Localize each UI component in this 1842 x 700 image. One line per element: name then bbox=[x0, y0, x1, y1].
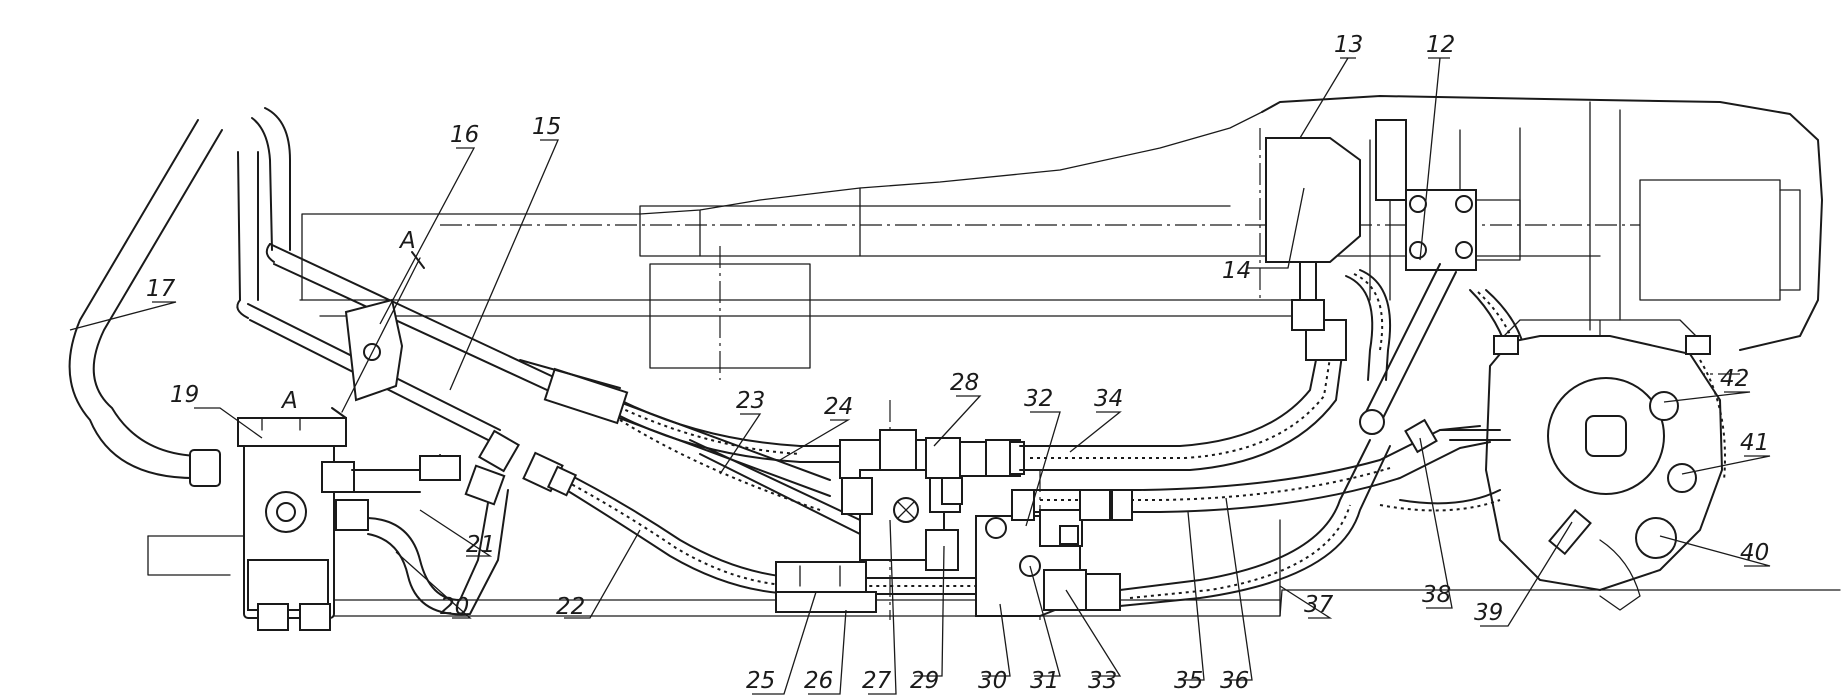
callout-21-label: 21 bbox=[466, 532, 495, 558]
hose-22 bbox=[522, 451, 1001, 595]
exhaust-pipe-17 bbox=[68, 119, 223, 487]
callout-16-label: 16 bbox=[450, 122, 479, 148]
callout-37-label: 37 bbox=[1304, 592, 1334, 618]
unit-12 bbox=[1405, 189, 1521, 271]
callout-36-label: 36 bbox=[1220, 668, 1249, 694]
callout-42-label: 42 bbox=[1720, 366, 1749, 392]
callout-35-label: 35 bbox=[1174, 668, 1203, 694]
hose-35-36 bbox=[1019, 418, 1511, 513]
callout-39-label: 39 bbox=[1474, 600, 1503, 626]
rod-38 bbox=[1359, 263, 1457, 435]
callout-41-label: 41 bbox=[1740, 430, 1769, 456]
vertical-pipe bbox=[237, 107, 291, 301]
pipe-clamp bbox=[331, 251, 425, 419]
callout-27-label: 27 bbox=[862, 668, 892, 694]
hose-37 bbox=[1119, 439, 1501, 607]
callout-25-label: 25 bbox=[746, 668, 775, 694]
tee-block-32 bbox=[975, 509, 1121, 617]
distributor-19 bbox=[237, 417, 369, 631]
callout-34-label: 34 bbox=[1094, 386, 1123, 412]
hose-23-24 bbox=[519, 359, 861, 535]
callout-30-label: 30 bbox=[978, 668, 1007, 694]
callout-14-label: 14 bbox=[1222, 258, 1251, 284]
callout-22-label: 22 bbox=[556, 594, 585, 620]
callout-13-label: 12 bbox=[1426, 32, 1455, 58]
pipes-20-21 bbox=[351, 429, 520, 616]
hose-34 bbox=[1019, 319, 1347, 471]
fittings-row-top bbox=[925, 437, 1025, 479]
bracket-25-26 bbox=[775, 561, 877, 613]
callout-32-label: 32 bbox=[1024, 386, 1053, 412]
callout-29-label: 29 bbox=[910, 668, 939, 694]
callout-38-label: 38 bbox=[1422, 582, 1451, 608]
callout-28-label: 28 bbox=[950, 370, 979, 396]
callout-15-label: 15 bbox=[532, 114, 561, 140]
unit-13 bbox=[1265, 119, 1407, 263]
callout-23-label: 23 bbox=[736, 388, 765, 414]
callout-40-label: 40 bbox=[1740, 540, 1769, 566]
callout-33-label: 33 bbox=[1088, 668, 1117, 694]
callout-19-label: 19 bbox=[170, 382, 199, 408]
callout-26-label: 26 bbox=[804, 668, 833, 694]
fittings-row-middle bbox=[941, 477, 1133, 521]
callout-leaders bbox=[69, 57, 1771, 695]
callout-17-label: 17 bbox=[146, 276, 176, 302]
callout-31-label: 31 bbox=[1030, 668, 1059, 694]
section-mark-top: A bbox=[398, 228, 416, 254]
section-mark-bottom: A bbox=[280, 388, 298, 414]
pump-assembly bbox=[1484, 319, 1726, 611]
callout-12-label: 13 bbox=[1334, 32, 1363, 58]
callout-labels: 13 12 14 15 16 17 19 20 21 22 23 24 25 2… bbox=[146, 32, 1769, 694]
callout-20-label: 20 bbox=[440, 594, 469, 620]
callout-24-label: 24 bbox=[824, 394, 853, 420]
